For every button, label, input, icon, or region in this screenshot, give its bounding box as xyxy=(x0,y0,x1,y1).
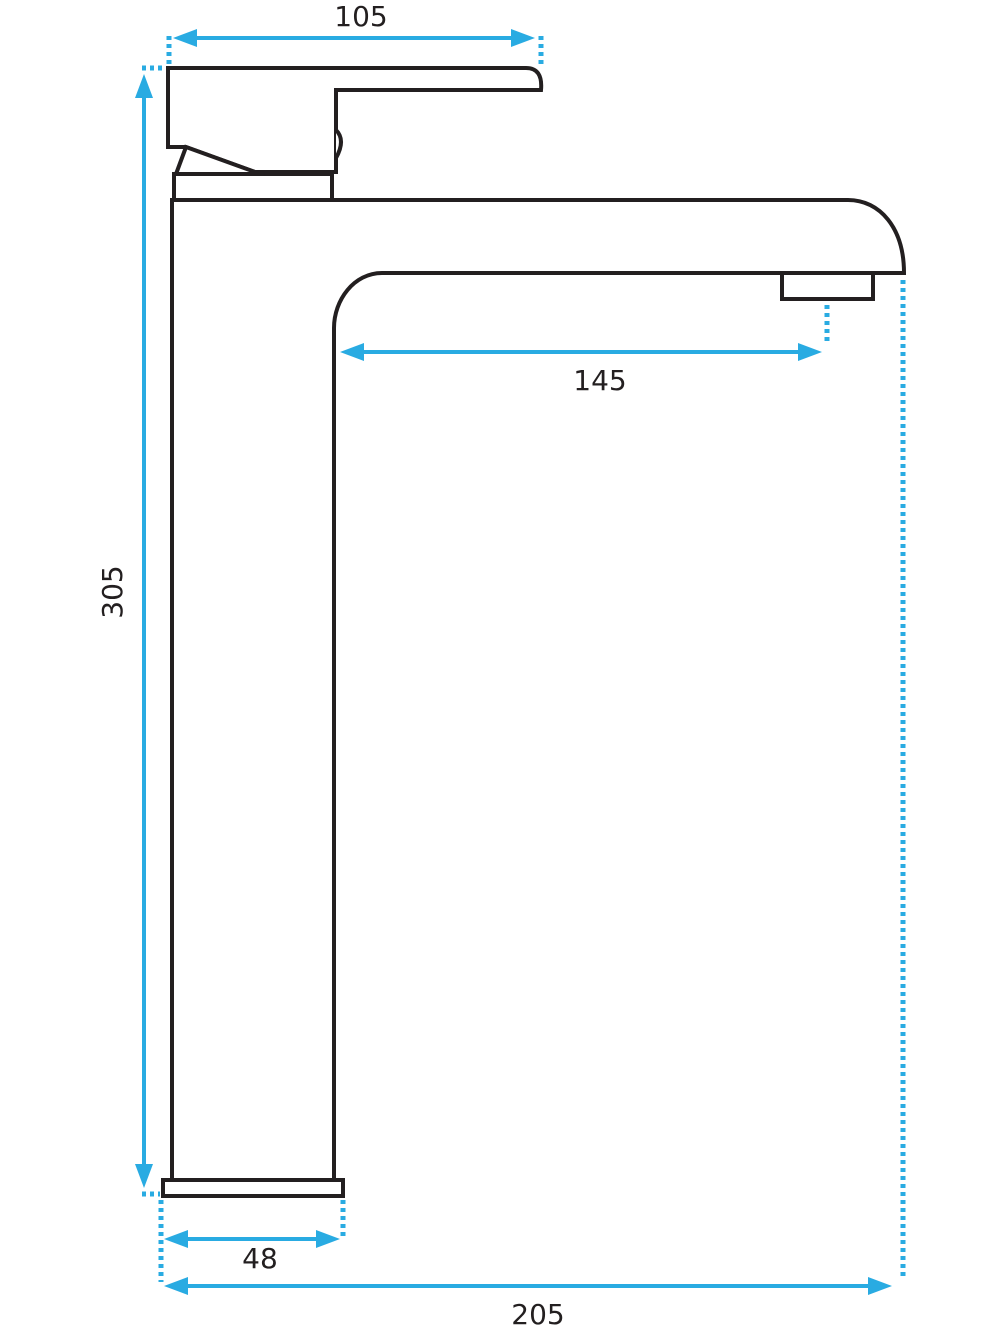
arrow-right xyxy=(798,343,822,361)
dimension-label-305: 305 xyxy=(96,565,129,618)
arrow-right xyxy=(316,1230,340,1248)
arrow-left xyxy=(173,29,197,47)
dimension-handle-width: 105 xyxy=(166,0,544,66)
arrow-right xyxy=(868,1277,892,1295)
arrow-left xyxy=(164,1230,188,1248)
lever-neck xyxy=(173,144,265,176)
dimension-label-145: 145 xyxy=(573,364,626,397)
base-plate xyxy=(161,1178,345,1198)
arrow-left xyxy=(340,343,364,361)
dimension-label-205: 205 xyxy=(511,1298,564,1331)
lever-handle xyxy=(166,66,544,174)
dimension-base-width: 48 xyxy=(158,1200,346,1282)
arrow-left xyxy=(164,1277,188,1295)
aerator xyxy=(780,271,875,301)
handle-collar xyxy=(172,172,334,202)
arrow-up xyxy=(135,74,153,98)
faucet-outline xyxy=(161,66,907,1198)
dimension-total-height: 305 xyxy=(96,65,164,1197)
faucet-body xyxy=(170,198,907,1182)
arrow-down xyxy=(135,1164,153,1188)
arrow-right xyxy=(511,29,535,47)
lever-knob xyxy=(334,128,343,159)
dimension-total-width: 205 xyxy=(164,280,906,1331)
dimension-spout-reach: 145 xyxy=(340,305,830,397)
dimension-label-105: 105 xyxy=(334,0,387,33)
dimension-label-48: 48 xyxy=(242,1242,278,1275)
